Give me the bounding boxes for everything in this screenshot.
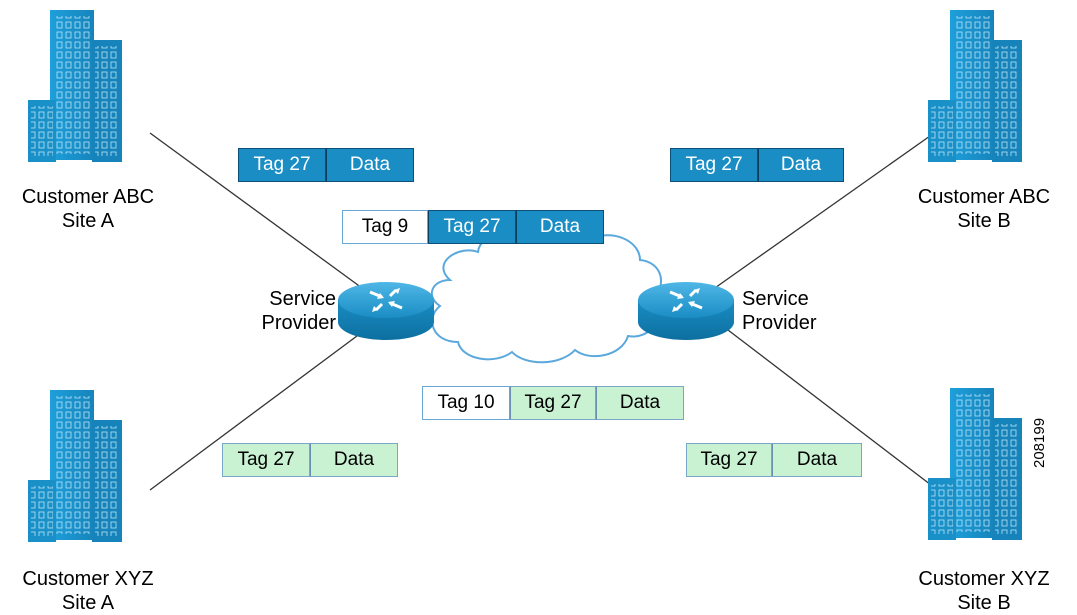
building-icon-abc-a [28, 10, 122, 162]
packet-abc-core: Tag 9 Tag 27 Data [342, 210, 604, 244]
site-label-line2: Site A [61, 592, 115, 614]
packet-xyz-b: Tag 27 Data [686, 443, 862, 477]
links [149, 132, 936, 491]
site-label-xyz-b: Customer XYZ Site B [898, 567, 1070, 615]
packet-data: Data [772, 443, 862, 477]
router-label-left: Service Provider [240, 287, 336, 335]
building-icon-abc-b [928, 10, 1022, 162]
link-abc-a [149, 132, 363, 289]
link-abc-b [711, 135, 931, 291]
packet-tag: Tag 27 [670, 148, 758, 182]
packet-tag: Tag 27 [238, 148, 326, 182]
router-icon-right [636, 280, 736, 342]
site-label-line2: Site B [957, 592, 1011, 614]
packet-tag: Tag 27 [686, 443, 772, 477]
packet-outer-tag: Tag 10 [422, 386, 510, 420]
packet-abc-b: Tag 27 Data [670, 148, 844, 182]
packet-abc-a: Tag 27 Data [238, 148, 414, 182]
site-label-line1: Customer XYZ [918, 568, 1050, 590]
packet-data: Data [596, 386, 684, 420]
packet-data: Data [310, 443, 398, 477]
site-label-line1: Customer ABC [21, 186, 155, 208]
site-label-line1: Customer ABC [917, 186, 1051, 208]
packet-data: Data [758, 148, 844, 182]
router-label-line2: Provider [261, 312, 336, 334]
router-icon-left [336, 280, 436, 342]
site-label-line2: Site A [61, 210, 115, 232]
packet-tag: Tag 27 [428, 210, 516, 244]
packet-xyz-a: Tag 27 Data [222, 443, 398, 477]
packet-data: Data [326, 148, 414, 182]
router-label-line2: Provider [742, 312, 817, 334]
building-icon-xyz-b [928, 388, 1022, 540]
packet-xyz-core: Tag 10 Tag 27 Data [422, 386, 684, 420]
site-label-xyz-a: Customer XYZ Site A [2, 567, 174, 615]
provider-cloud [430, 227, 662, 364]
building-icon-xyz-a [28, 390, 122, 542]
packet-outer-tag: Tag 9 [342, 210, 428, 244]
site-label-line1: Customer XYZ [22, 568, 154, 590]
router-label-right: Service Provider [742, 287, 842, 335]
router-label-line1: Service [269, 288, 336, 310]
link-xyz-b [727, 329, 936, 489]
packet-data: Data [516, 210, 604, 244]
site-label-line2: Site B [957, 210, 1011, 232]
site-label-abc-a: Customer ABC Site A [2, 185, 174, 233]
packet-tag: Tag 27 [222, 443, 310, 477]
figure-id: 208199 [1031, 417, 1048, 468]
link-xyz-a [149, 329, 366, 491]
router-label-line1: Service [742, 288, 809, 310]
site-label-abc-b: Customer ABC Site B [898, 185, 1070, 233]
packet-tag: Tag 27 [510, 386, 596, 420]
